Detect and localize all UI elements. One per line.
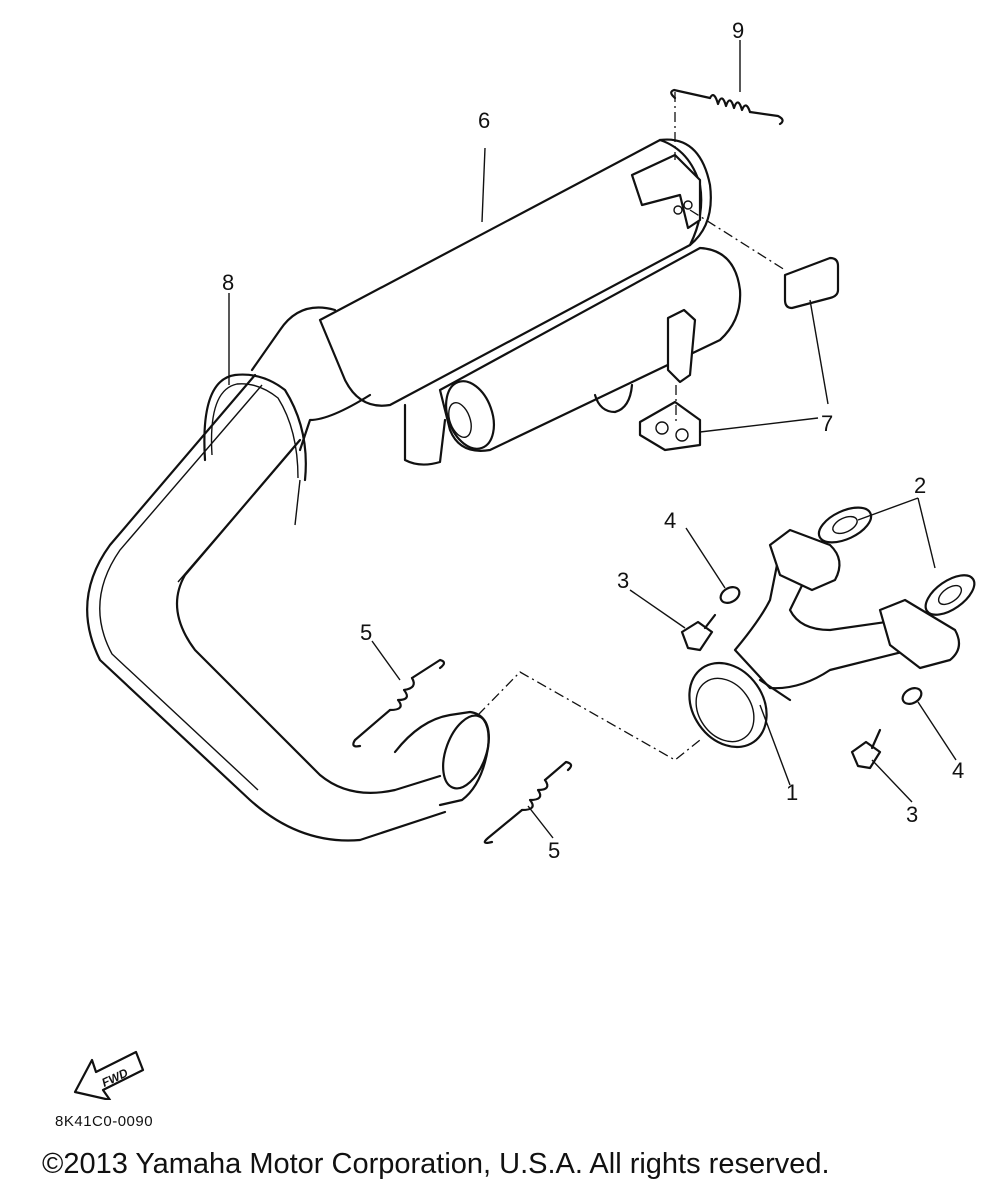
spring-top (670, 88, 784, 126)
diagram-code: 8K41C0-0090 (55, 1113, 154, 1130)
label-part-7: 7 (821, 411, 833, 436)
exhaust-pipe (86, 373, 447, 842)
gasket-right (924, 574, 976, 616)
fwd-arrow-icon: FWD (73, 1050, 145, 1100)
leader-lines (228, 40, 957, 839)
upper-bracket (630, 153, 702, 230)
bolt-lower (850, 728, 882, 770)
label-part-1: 1 (786, 780, 798, 805)
nut-upper (719, 586, 741, 604)
label-part-8: 8 (222, 270, 234, 295)
label-part-6: 6 (478, 108, 490, 133)
rubber-damper (783, 256, 840, 310)
copyright-notice: ©2013 Yamaha Motor Corporation, U.S.A. A… (42, 1148, 830, 1180)
label-part-5-upper: 5 (360, 620, 372, 645)
pipe-inlet (393, 710, 490, 807)
muffler (250, 138, 742, 466)
label-part-4-lower: 4 (952, 758, 964, 783)
gasket-top (817, 506, 873, 544)
spring-left (352, 658, 446, 748)
label-part-3-upper: 3 (617, 568, 629, 593)
bolt-upper (680, 613, 717, 652)
nut-lower (901, 687, 923, 705)
exhaust-manifold (688, 528, 961, 749)
label-part-4-upper: 4 (664, 508, 676, 533)
label-part-2: 2 (914, 473, 926, 498)
label-part-5-lower: 5 (548, 838, 560, 863)
label-part-3-lower: 3 (906, 802, 918, 827)
lower-bracket (638, 308, 702, 452)
spring-right (483, 760, 573, 844)
label-part-9: 9 (732, 18, 744, 43)
exhaust-parts-diagram: 9 6 8 7 2 4 3 5 4 1 3 5 FWD (73, 18, 976, 1100)
heat-wrap (203, 373, 307, 526)
